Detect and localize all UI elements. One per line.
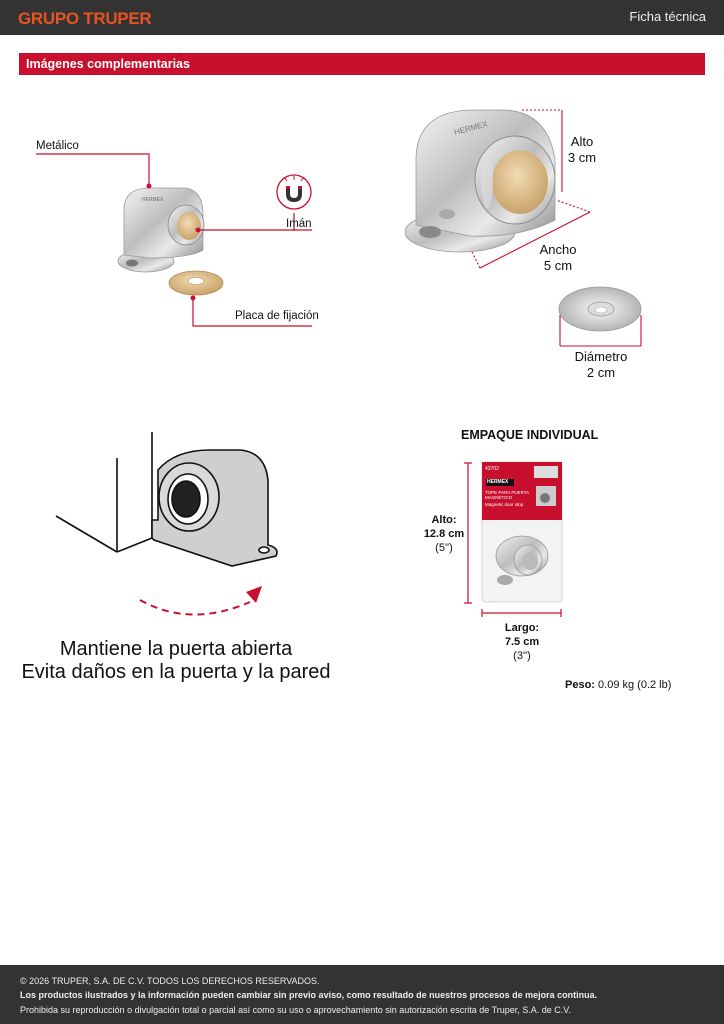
usage-illustration	[55, 432, 278, 567]
svg-text:HERMEX: HERMEX	[142, 197, 164, 203]
callout-lines	[36, 153, 312, 327]
section-header: Imágenes complementarias	[19, 53, 705, 75]
footer-legal: Prohibida su reproducción o divulgación …	[20, 1005, 571, 1015]
package-length-in: (3'')	[513, 650, 531, 662]
height-value: 3 cm	[567, 150, 597, 165]
section-title: Imágenes complementarias	[26, 57, 190, 71]
height-label: Alto	[570, 134, 594, 149]
package-card-code: 43702	[485, 466, 499, 472]
weight-value: 0.09 kg (0.2 lb)	[598, 679, 672, 691]
dimension-width: Ancho 5 cm	[530, 242, 586, 274]
package-height-label: Alto:	[431, 514, 457, 526]
label-metal: Metálico	[36, 140, 79, 152]
dimension-lines	[471, 109, 642, 347]
package-image	[481, 461, 563, 603]
door-stop-large-image: HERMEX	[404, 109, 556, 253]
slogan-line-2: Evita daños en la puerta y la pared	[21, 661, 331, 683]
package-title: EMPAQUE INDIVIDUAL	[461, 428, 599, 442]
top-bar: GRUPO TRUPER Ficha técnica	[0, 0, 724, 35]
door-stop-small-image: HERMEX	[117, 187, 205, 273]
weight-label: Peso:	[565, 679, 595, 691]
package-height-cm: 12.8 cm	[423, 528, 465, 540]
label-plate: Placa de fijación	[235, 310, 319, 322]
width-value: 5 cm	[543, 258, 573, 273]
package-weight: Peso: 0.09 kg (0.2 lb)	[565, 679, 671, 691]
diameter-value: 2 cm	[586, 365, 616, 380]
package-card-subtitle: Magnetic door stop	[485, 502, 524, 507]
open-door-arrow	[139, 599, 251, 616]
brass-plate-image	[168, 270, 224, 296]
package-height-in: (5'')	[435, 542, 453, 554]
slogan-line-1: Mantiene la puerta abierta	[59, 638, 293, 660]
package-length: Largo: 7.5 cm (3'')	[494, 621, 550, 663]
magnet-icon	[276, 174, 312, 210]
document-type: Ficha técnica	[629, 9, 706, 24]
package-card-brand: HERMEX	[487, 479, 509, 485]
label-magnet: Imán	[286, 218, 312, 230]
dimension-diameter: Diámetro 2 cm	[566, 349, 636, 381]
width-label: Ancho	[539, 242, 577, 257]
diameter-label: Diámetro	[574, 349, 628, 364]
washer-image	[558, 286, 642, 332]
package-card-title: TOPE PARA PUERTA MAGNÉTICO	[485, 490, 529, 500]
footer: © 2026 TRUPER, S.A. DE C.V. TODOS LOS DE…	[0, 965, 724, 1024]
brand-logo: GRUPO TRUPER	[18, 9, 152, 28]
package-height: Alto: 12.8 cm (5'')	[418, 513, 470, 555]
package-length-label: Largo:	[504, 622, 540, 634]
package-length-cm: 7.5 cm	[504, 636, 540, 648]
footer-notice: Los productos ilustrados y la informació…	[20, 990, 598, 1000]
footer-copyright: © 2026 TRUPER, S.A. DE C.V. TODOS LOS DE…	[20, 976, 320, 986]
dimension-height: Alto 3 cm	[562, 134, 602, 166]
package-dimension-lines	[464, 462, 562, 617]
